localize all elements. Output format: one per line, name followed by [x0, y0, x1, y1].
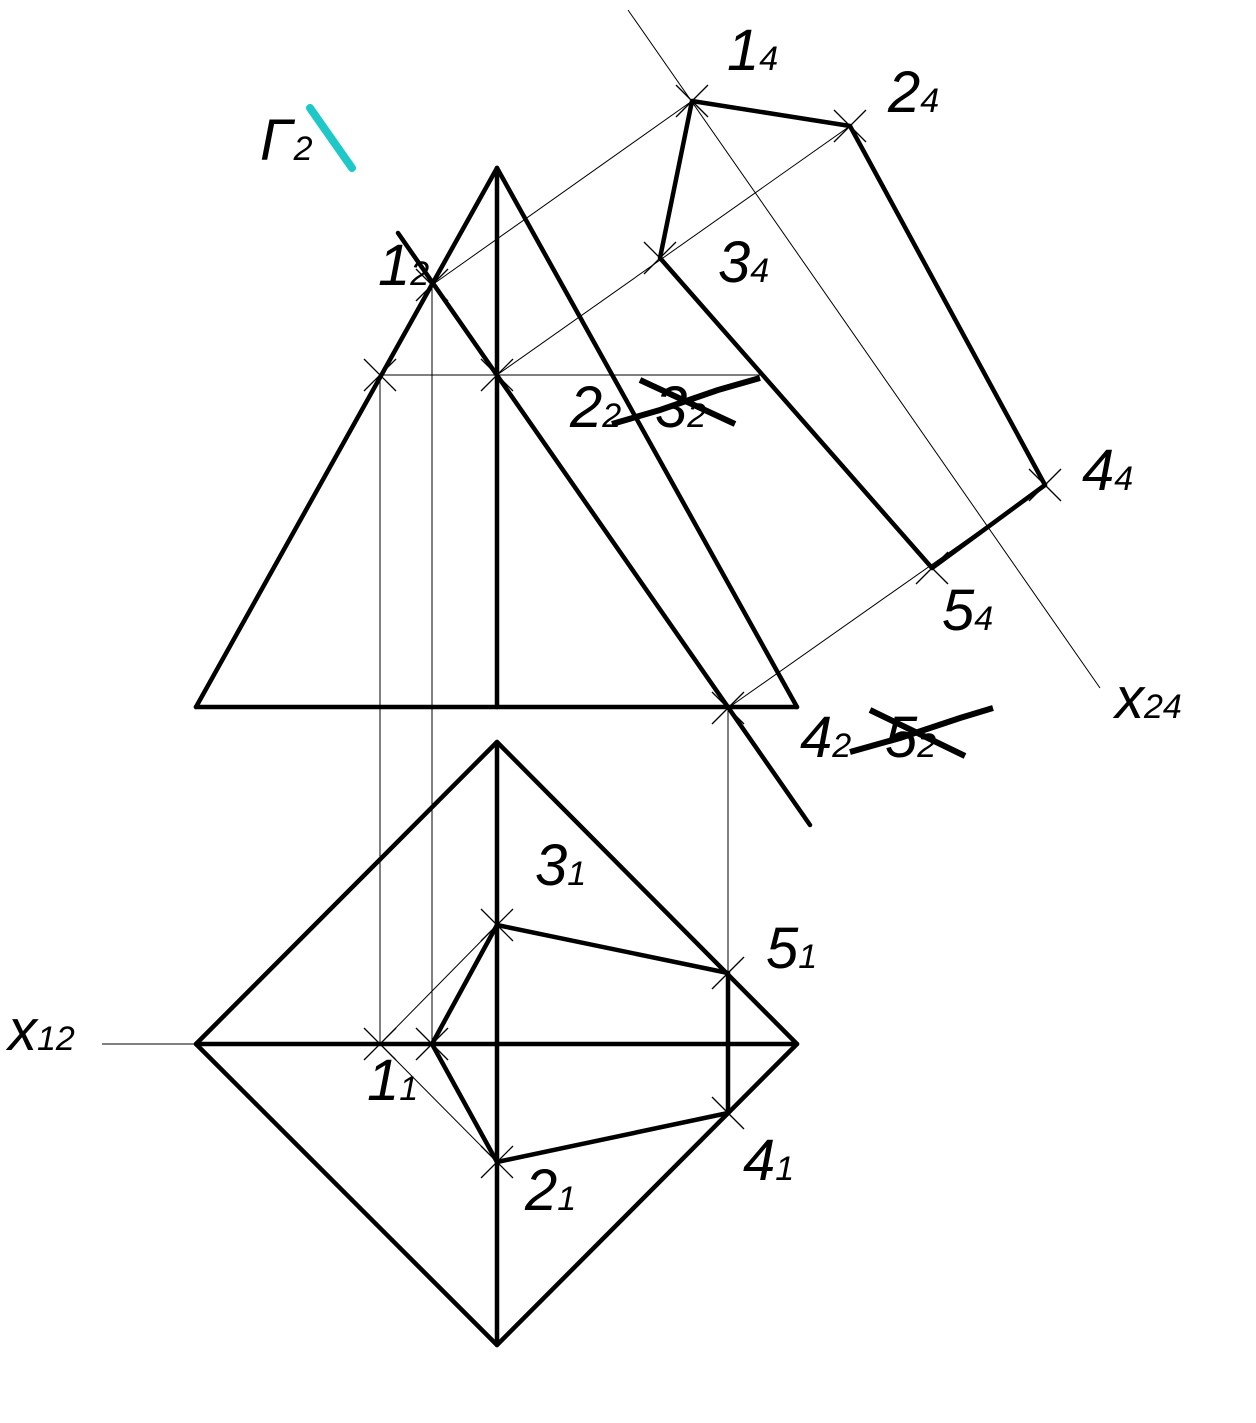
label-point-4-2: 42 — [800, 705, 851, 770]
front-left-edge — [193, 165, 500, 710]
point-mark-5 — [415, 268, 449, 302]
label-point-3-4: 34 — [718, 230, 769, 295]
label-point-2-4: 24 — [887, 60, 939, 125]
strikeout-5-2 — [849, 705, 994, 759]
label-point-4-4: 44 — [1082, 438, 1133, 503]
labels: Г2 x24 x12 14 24 34 44 54 12 22 32 42 52… — [5, 18, 1182, 1223]
point-mark-4 — [915, 551, 949, 585]
strikeout-3-2 — [611, 375, 761, 427]
point-mark-12 — [480, 1145, 514, 1179]
cutting-plane-trace — [395, 230, 813, 828]
label-point-5-1: 51 — [766, 916, 817, 981]
point-mark-7 — [480, 358, 514, 392]
label-point-5-2: 52 — [885, 705, 936, 770]
label-axis-x12: x12 — [5, 998, 75, 1063]
strikeout-marks — [611, 375, 994, 759]
section-plan-polygon — [429, 922, 731, 1165]
pyramid-front-view — [193, 165, 813, 828]
point-marks — [363, 84, 1062, 1179]
plan-helper-line-b — [379, 1043, 498, 1163]
point-mark-0 — [675, 84, 709, 118]
point-mark-1 — [833, 109, 867, 143]
label-plane: Г2 — [260, 108, 313, 173]
point-mark-2 — [643, 241, 677, 275]
label-point-1-1: 11 — [367, 1048, 418, 1113]
point-mark-13 — [711, 956, 745, 990]
point-mark-14 — [711, 1096, 745, 1130]
label-point-2-2: 22 — [569, 375, 621, 440]
plan-helper-line-a — [379, 924, 498, 1045]
point-mark-6 — [363, 358, 397, 392]
front-right-edge — [494, 165, 800, 710]
label-point-1-4: 14 — [727, 18, 778, 83]
label-point-3-1: 31 — [535, 833, 586, 898]
construction-lines — [102, 9, 1101, 1163]
label-axis-x24: x24 — [1112, 666, 1182, 731]
axis-x24-line — [627, 9, 1101, 689]
label-point-3-2: 32 — [655, 375, 706, 440]
label-point-2-1: 21 — [524, 1158, 576, 1223]
plane-trace-mark — [306, 104, 356, 172]
label-point-1-2: 12 — [378, 233, 429, 298]
label-point-5-4: 54 — [942, 578, 993, 643]
point-mark-11 — [480, 908, 514, 942]
label-point-4-1: 41 — [743, 1128, 794, 1193]
point-mark-8 — [711, 691, 745, 725]
section-true-size — [657, 98, 1048, 571]
point-mark-10 — [415, 1027, 449, 1061]
point-mark-9 — [363, 1027, 397, 1061]
point-mark-3 — [1028, 468, 1062, 502]
projection-line-1 — [431, 100, 693, 286]
projection-line-2 — [496, 125, 851, 376]
pyramid-top-view — [193, 739, 800, 1348]
section-true-polygon — [657, 98, 1048, 571]
